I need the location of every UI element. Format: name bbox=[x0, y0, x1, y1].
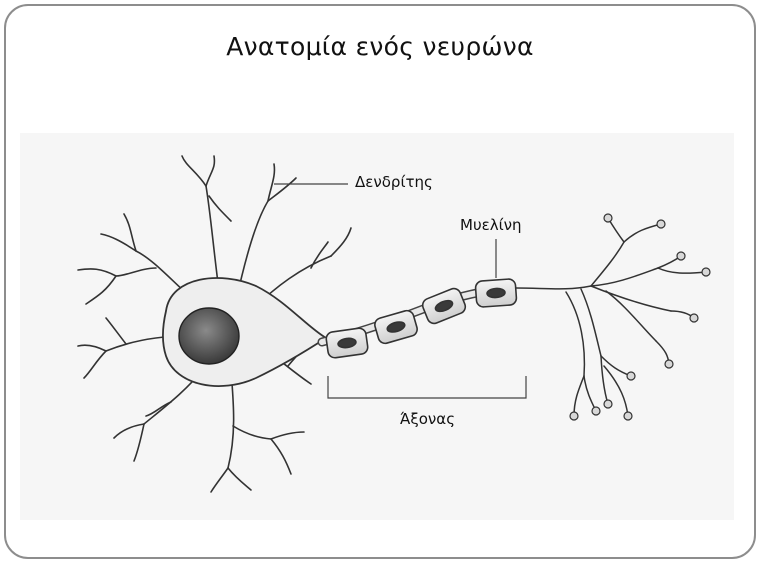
nucleus bbox=[179, 308, 239, 364]
dendrite-label: Δενδρίτης bbox=[355, 173, 433, 191]
myelin-label: Μυελίνη bbox=[460, 216, 522, 234]
myelin-sheaths bbox=[325, 279, 516, 359]
axon-terminals bbox=[516, 218, 706, 416]
axon-label: Άξονας bbox=[400, 410, 455, 428]
neuron-illustration bbox=[6, 6, 756, 559]
axon-bracket bbox=[328, 376, 526, 398]
diagram-card: Ανατομία ενός νευρώνα bbox=[4, 4, 756, 559]
